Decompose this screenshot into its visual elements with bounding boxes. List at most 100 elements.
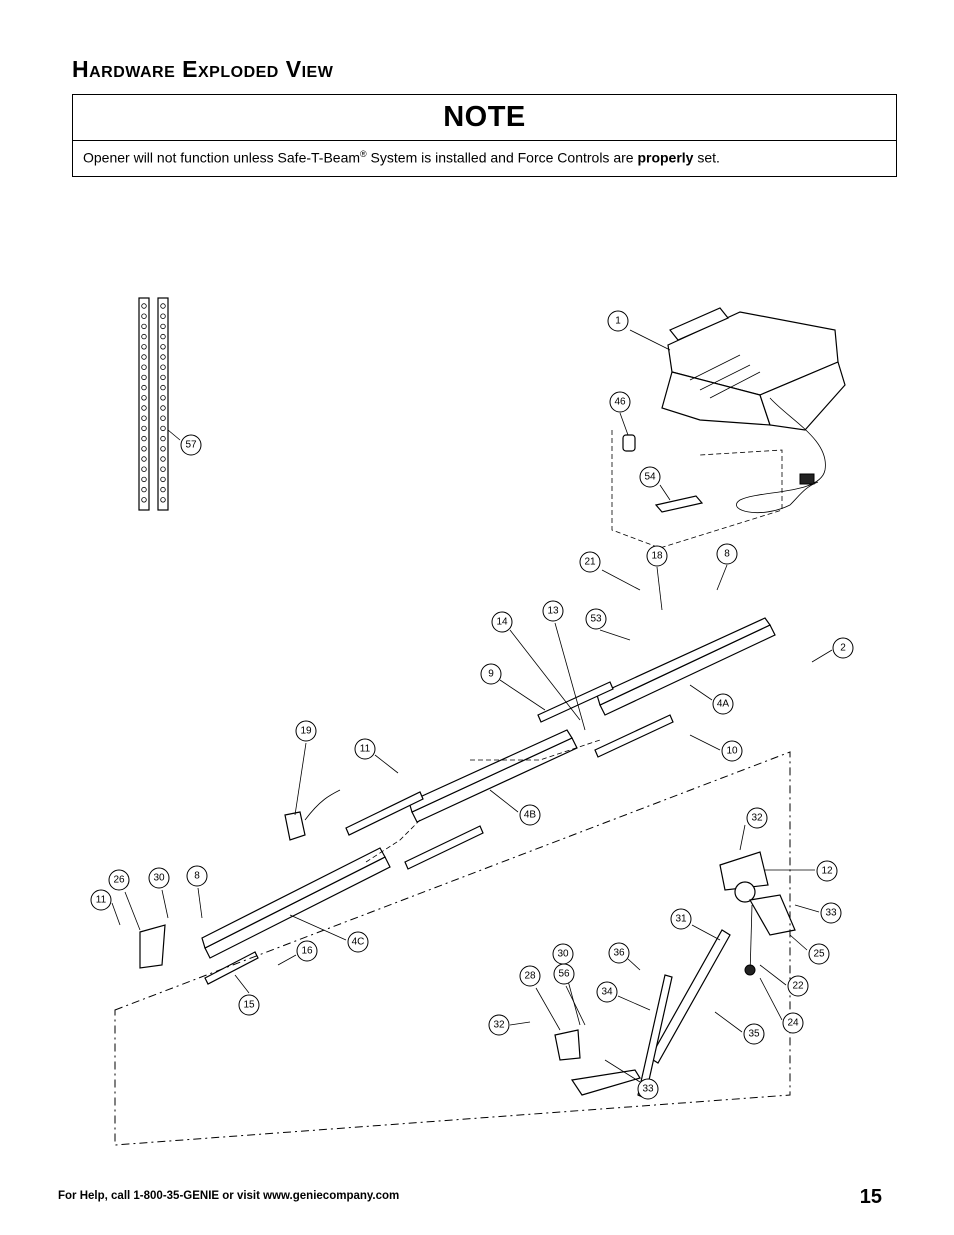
strap-hole: [160, 497, 166, 503]
callout-leader-line: [161, 889, 169, 919]
footer-help-text: For Help, call 1-800-35-GENIE or visit w…: [58, 1190, 400, 1202]
spacer-part: [622, 434, 704, 513]
note-heading: NOTE: [73, 95, 896, 141]
callout-label: 19: [300, 726, 312, 737]
callout-leader-line: [197, 887, 203, 919]
callout-leader-line: [739, 824, 746, 851]
strap-hole: [141, 333, 147, 340]
callout-32: 32: [746, 807, 768, 829]
callout-label: 9: [488, 669, 494, 680]
callout-leader-line: [714, 1011, 743, 1033]
callout-4a: 4A: [712, 693, 734, 715]
callout-16: 16: [296, 940, 318, 962]
hanger-strap-part: [138, 297, 169, 511]
callout-1: 1: [607, 310, 629, 332]
page-title: Hardware Exploded View: [72, 56, 334, 82]
registered-mark: ®: [360, 149, 367, 159]
callout-31: 31: [670, 908, 692, 930]
strap-hole: [141, 497, 147, 503]
callout-34: 34: [596, 981, 618, 1003]
note-emphasis: properly: [637, 149, 694, 166]
callout-label: 57: [185, 440, 197, 451]
callout-leader-line: [604, 1059, 641, 1083]
callout-label: 32: [751, 813, 763, 824]
callout-8: 8: [186, 865, 208, 887]
strap-hole: [160, 425, 166, 432]
callout-11: 11: [90, 889, 112, 911]
callout-leader-line: [619, 412, 629, 436]
strap-hole: [141, 405, 147, 411]
strap-hole: [141, 476, 147, 483]
strap-hole: [160, 354, 166, 360]
strap-hole: [160, 333, 166, 340]
callout-46: 46: [609, 391, 631, 413]
callout-leader-line: [294, 742, 307, 816]
callout-label: 25: [813, 949, 825, 960]
callout-leader-line: [659, 484, 671, 501]
callout-label: 54: [644, 472, 656, 483]
callout-leader-line: [277, 954, 297, 966]
callout-label: 33: [642, 1084, 654, 1095]
callout-label: 31: [675, 914, 687, 925]
callout-4b: 4B: [519, 804, 541, 826]
callout-label: 28: [524, 971, 536, 982]
callout-22: 22: [787, 975, 809, 997]
page-number: 15: [859, 1186, 882, 1208]
callout-label: 33: [825, 908, 837, 919]
strap-hole: [141, 344, 147, 350]
callout-label: 35: [748, 1029, 760, 1040]
callout-leader-line: [716, 564, 728, 591]
callout-leader-line: [689, 684, 713, 701]
callout-label: 14: [496, 617, 508, 628]
callout-label: 15: [243, 1000, 255, 1011]
strap-hole: [141, 425, 147, 432]
note-text: Opener will not function unless Safe-T-B…: [73, 141, 896, 166]
strap-hole: [141, 303, 147, 309]
callout-leader-line: [234, 974, 250, 994]
callout-label: 1: [615, 316, 621, 327]
callout-13: 13: [542, 600, 564, 622]
callout-label: 26: [113, 875, 125, 886]
strap-hole: [160, 405, 166, 411]
callout-leader-line: [794, 904, 820, 913]
callout-15: 15: [238, 994, 260, 1016]
strap-hole: [141, 435, 147, 442]
callout-leader-line: [565, 985, 586, 1026]
callout-2: 2: [832, 637, 854, 659]
callout-30: 30: [552, 943, 574, 965]
callout-leader-line: [691, 924, 721, 941]
callout-label: 8: [194, 871, 200, 882]
callout-leader-line: [167, 429, 181, 441]
callout-leader-line: [509, 1021, 531, 1026]
strap-hole: [141, 486, 147, 493]
callout-leader-line: [789, 934, 808, 951]
callout-label: 53: [590, 614, 602, 625]
callout-label: 30: [557, 949, 569, 960]
callout-32: 32: [488, 1014, 510, 1036]
rail-section-4a: [537, 617, 776, 758]
callout-label: 21: [584, 557, 596, 568]
strap-hole: [160, 395, 166, 401]
callout-leader-line: [509, 629, 581, 721]
callout-label: 12: [821, 866, 833, 877]
callout-label: 4C: [352, 937, 365, 948]
callout-19: 19: [295, 720, 317, 742]
note-text-after: set.: [693, 149, 720, 166]
callout-leader-line: [689, 734, 721, 751]
strap-hole: [160, 364, 166, 370]
callout-label: 11: [360, 744, 371, 755]
callout-leader-line: [759, 977, 783, 1021]
callout-33: 33: [637, 1078, 659, 1100]
callout-24: 24: [782, 1012, 804, 1034]
callout-label: 22: [792, 981, 804, 992]
callout-54: 54: [639, 466, 661, 488]
callout-leader-line: [601, 569, 641, 591]
callout-label: 4B: [524, 810, 537, 821]
callout-leader-line: [124, 891, 141, 931]
callout-33: 33: [820, 902, 842, 924]
callout-label: 46: [614, 397, 626, 408]
callout-11: 11: [354, 738, 376, 760]
light-bracket-part: [284, 789, 341, 841]
callout-10: 10: [721, 740, 743, 762]
